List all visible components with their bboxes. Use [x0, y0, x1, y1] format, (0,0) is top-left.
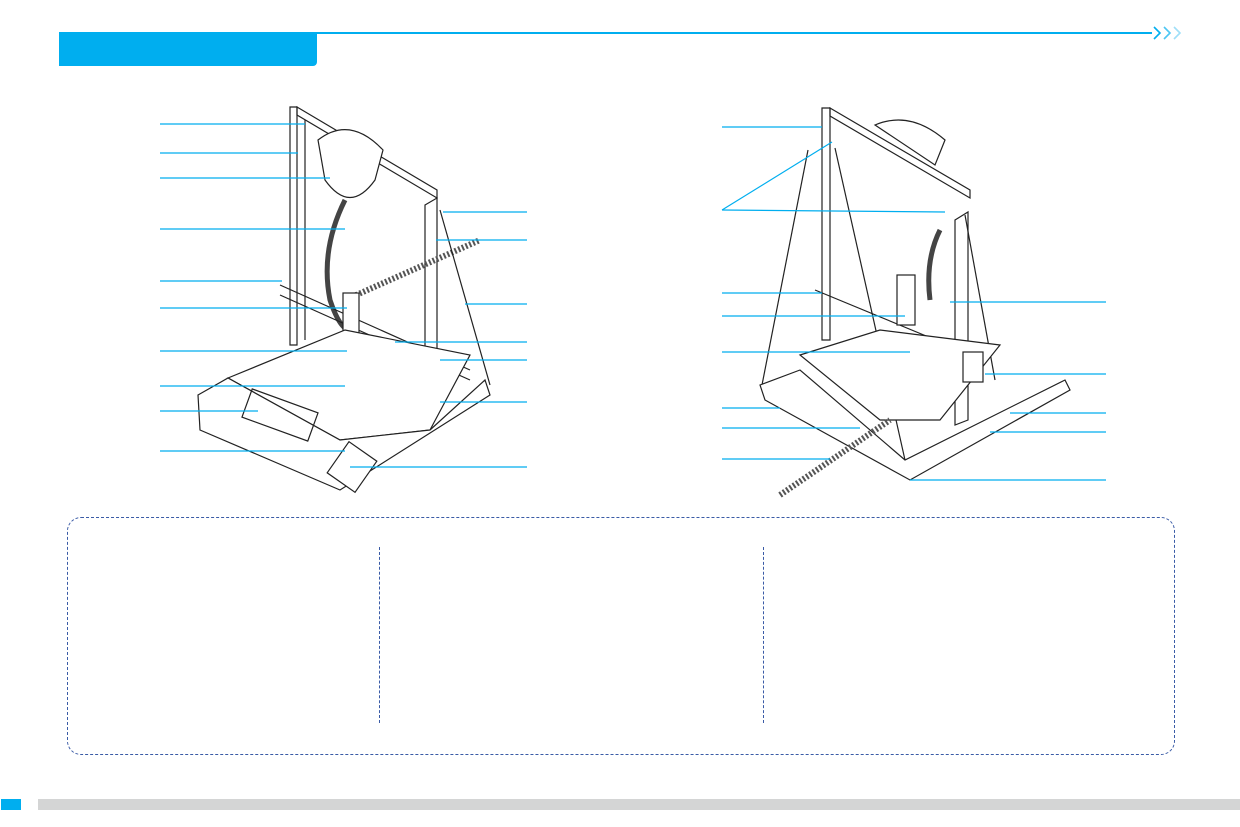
chevron-right-triple-icon	[1153, 26, 1182, 40]
legend-column-divider	[379, 547, 380, 723]
page-number-tab	[1, 799, 21, 810]
legend-column-divider	[763, 547, 764, 723]
parts-legend-box	[67, 517, 1175, 755]
header-rule	[59, 32, 1152, 34]
front-view-callouts	[160, 123, 527, 468]
footer-bar	[38, 799, 1240, 810]
rear-view-callouts	[721, 126, 1106, 481]
printer-front-view	[197, 105, 491, 494]
section-title-tab	[59, 33, 317, 66]
printer-diagrams	[160, 105, 1106, 498]
